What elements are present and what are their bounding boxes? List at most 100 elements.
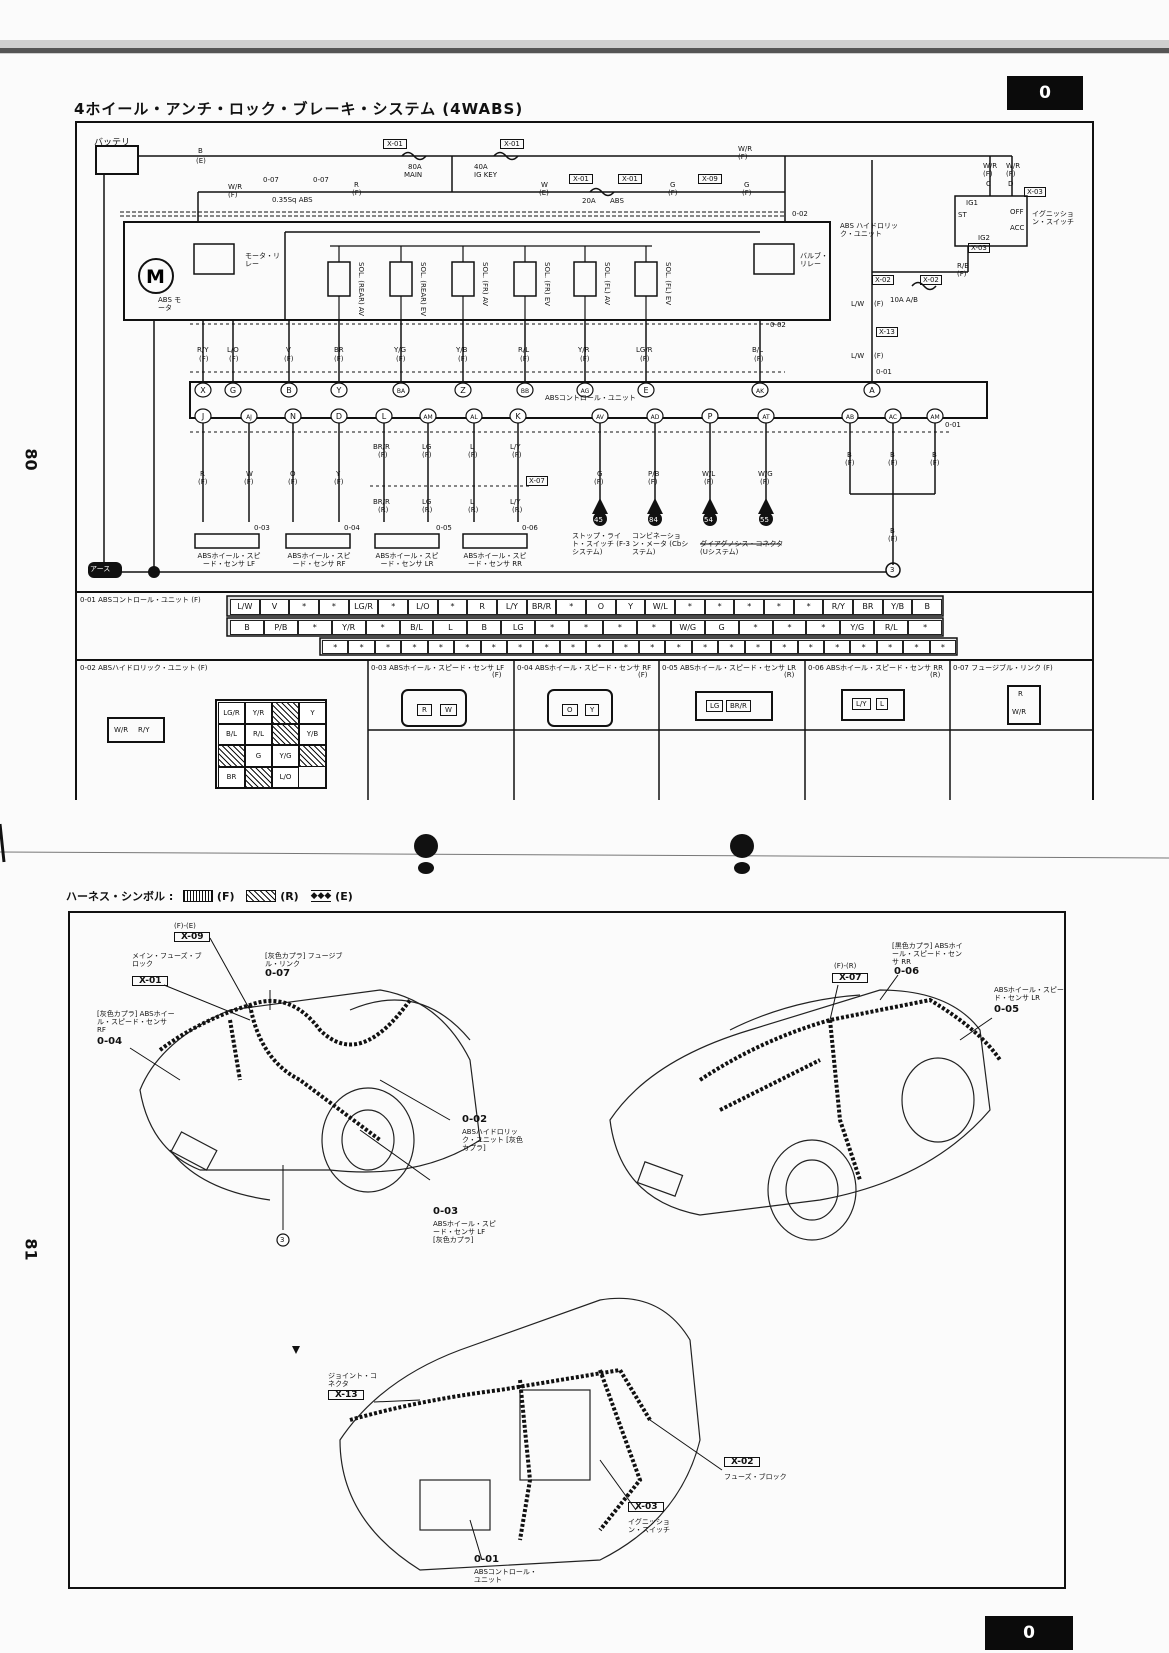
sol-fr-ev: SOL. (FR) EV	[543, 262, 551, 307]
row3-cell-15: *	[718, 640, 745, 654]
wire-g2: G	[744, 181, 750, 189]
ign-ref-1: (F)	[983, 170, 993, 178]
row2-cell-19: R/L	[874, 620, 909, 635]
row2-cell-3: Y/R	[331, 620, 366, 635]
sol-fl-ev: SOL. (FL) EV	[664, 262, 672, 306]
legend-r-swatch	[246, 890, 277, 902]
row1-cell-0: L/W	[230, 599, 260, 615]
sensor-conn-0: 0-03	[254, 524, 270, 532]
ab-wire: L/W	[851, 300, 865, 308]
sensor-label-2: ABSホイール・スピード・センサ LR	[375, 552, 439, 568]
row2-cell-1: P/B	[263, 620, 298, 635]
ign-contact-ig1: IG1	[966, 199, 978, 207]
cu-wire-5: Y/B	[456, 346, 468, 354]
s-ref-2: (F)	[288, 478, 298, 486]
cu-top-pin-9	[751, 382, 769, 398]
fuse-ig-key: IG KEY	[474, 171, 498, 179]
cu-ref-9: (F)	[754, 355, 764, 363]
wire-gauge: 0.35Sq ABS	[272, 196, 313, 204]
gnd-wire-0: B	[847, 451, 852, 459]
fuse-x01-main-code: X-01	[383, 139, 407, 149]
ign-ref-2: (F)	[1006, 170, 1016, 178]
conn-0-02-title: 0-02 ABSハイドロリック・ユニット (F)	[80, 664, 208, 672]
c02-grid-cell-6	[272, 723, 299, 745]
wire-g2-ref: (F)	[742, 189, 752, 197]
cu-bottom-pin-8	[591, 408, 609, 424]
row2-cell-7: B	[467, 620, 502, 635]
conn-0-05-ref: (R)	[784, 671, 795, 679]
c06-pin-0: L/Y	[852, 698, 871, 710]
conn-0-06-ref: (R)	[930, 671, 941, 679]
row1-cell-14: W/L	[645, 599, 676, 615]
cu-bottom-pin-label-8: AV	[596, 414, 605, 421]
c02-grid-cell-9: G	[245, 745, 272, 767]
row2-cell-6: L	[433, 620, 468, 635]
cu-bottom-conn: 0-01	[945, 421, 961, 429]
valve-relay-label: バルブ・リレー	[800, 252, 828, 268]
cu-bottom-pin-label-13: AC	[889, 414, 897, 421]
ign-x03-code-2: X-03	[968, 243, 990, 253]
c05-pin-1: BR/R	[726, 700, 751, 712]
front-x01: X-01	[132, 976, 169, 986]
page-title: 4ホイール・アンチ・ロック・ブレーキ・システム (4WABS)	[74, 100, 524, 118]
cu-top-pin-2	[280, 382, 298, 398]
front-o04: 0-04	[97, 1036, 123, 1047]
ign-switch-label: イグニッション・スイッチ	[1032, 210, 1074, 226]
c02-grid-cell-3: Y	[299, 702, 326, 724]
scan-edge	[0, 40, 1169, 54]
cu-top-pin-label-2: B	[286, 386, 292, 395]
sensor-label-3: ABSホイール・スピード・センサ RR	[463, 552, 527, 568]
cu-wire-7: Y/R	[578, 346, 590, 354]
cu-bottom-pin-2	[284, 408, 302, 424]
fuse-x01-abs-code: X-01	[569, 174, 593, 184]
row1-cell-13: Y	[615, 599, 646, 615]
cu-bottom-pin-0	[194, 408, 212, 424]
c02-small-0: W/R	[114, 726, 129, 734]
harness-legend: ハーネス・シンボル : (F) (R) ◆◆◆ (E)	[66, 888, 353, 904]
row3-cell-16: *	[744, 640, 772, 654]
row1-cell-17: *	[734, 599, 765, 615]
fuse-x01-b-code: X-01	[618, 174, 642, 184]
row2-cell-8: LG	[501, 620, 536, 635]
fuse-20a: 20A	[582, 197, 596, 205]
hu-label: ABS ハイドロリック・ユニット	[840, 222, 898, 238]
hu-conn-a: 0-02	[792, 210, 808, 218]
row1-cell-1: V	[259, 599, 290, 615]
ab-conn: 0-01	[876, 368, 892, 376]
row2-cell-18: Y/G	[840, 620, 875, 635]
c02-grid-cell-7: Y/B	[299, 723, 326, 745]
out-pin-1: 84	[649, 516, 658, 524]
front-x09: X-09	[174, 932, 211, 942]
c04-pin-1: Y	[585, 704, 600, 716]
cu-bottom-pin-label-10: P	[708, 412, 713, 421]
cu-wire-8: LG/R	[636, 346, 653, 354]
s2-wire-1: LG	[422, 498, 432, 506]
c02-grid-cell-5: R/L	[245, 723, 272, 745]
s2-wire-0: BR/R	[373, 498, 390, 506]
legend-label: ハーネス・シンボル :	[66, 890, 174, 903]
legend-e: (E)	[335, 889, 353, 903]
c03-pin-1: W	[440, 704, 457, 716]
wire-wr: W/R	[228, 183, 243, 191]
row3-cell-22: *	[903, 640, 930, 654]
row2-cell-14: G	[704, 620, 739, 635]
sol-rear-ev: SOL. (REAR) EV	[419, 262, 427, 317]
cu-top-pin-label-9: AK	[756, 388, 765, 395]
ign-contact-ig2: IG2	[978, 234, 990, 242]
cu-label: ABSコントロール・ユニット	[545, 394, 636, 402]
row1-cell-21: BR	[853, 599, 883, 615]
c02-grid-cell-10: Y/G	[272, 745, 299, 767]
cu-top-pin-label-0: X	[200, 386, 206, 395]
cu-bottom-pin-label-14: AM	[930, 414, 939, 421]
row3-cell-21: *	[876, 640, 904, 654]
row1-cell-6: L/O	[408, 599, 438, 615]
cu-ref-6: (F)	[520, 355, 530, 363]
fuse-80a: 80A	[408, 163, 422, 171]
earth-label: アース	[90, 565, 111, 573]
page-number-left: 80	[21, 448, 41, 471]
conn-0-06-title: 0-06 ABSホイール・スピード・センサ RR	[808, 664, 943, 672]
front-o03-note: ABSホイール・スピード・センサ LF [灰色カプラ]	[433, 1220, 496, 1244]
s2-ref-0: (R)	[378, 506, 389, 514]
